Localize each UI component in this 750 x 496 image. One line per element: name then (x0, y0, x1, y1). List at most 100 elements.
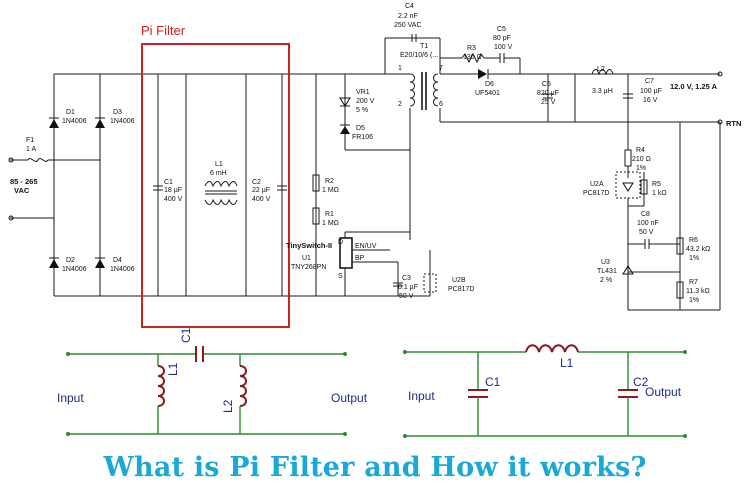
r6-tol: 1% (689, 255, 699, 262)
tinyswitch-u1: TinySwitch-II U1 TNY268PN D S EN/UV BP C… (286, 231, 474, 300)
d5-part: FR106 (352, 134, 373, 141)
c1-voltage: 400 V (164, 196, 183, 203)
t1-pin-6: 6 (439, 101, 443, 108)
secondary-side: R3 130 Ω C5 80 pF 100 V D6 UF5401 C6 820… (439, 26, 741, 128)
r6-name: R6 (689, 237, 698, 244)
t1-part: E20/10/6 (... (400, 52, 438, 59)
c2-name: C2 (252, 179, 261, 186)
c3-name: C3 (402, 275, 411, 282)
u3-name: U3 (601, 259, 610, 266)
vr1-name: VR1 (356, 89, 370, 96)
r2-name: R2 (325, 178, 334, 185)
c4-name: C4 (405, 3, 414, 10)
d3-name: D3 (113, 109, 122, 116)
r7-name: R7 (689, 279, 698, 286)
c4-voltage: 250 VAC (394, 22, 422, 29)
input-voltage: 85 - 265 (10, 177, 38, 186)
t1-name: T1 (420, 43, 428, 50)
d2-name: D2 (66, 257, 75, 264)
l1-value: 6 mH (210, 170, 227, 177)
f1-value: 1 A (26, 146, 36, 153)
pi-filter-lcl: Input Output C1 C2 L1 (403, 344, 687, 438)
c7-name: C7 (645, 78, 654, 85)
d1-part: 1N4006 (62, 118, 87, 125)
c3-voltage: 50 V (399, 293, 414, 300)
r4-name: R4 (636, 147, 645, 154)
u2b-part: PC817D (448, 286, 474, 293)
u2b-name: U2B (452, 277, 466, 284)
d6-part: UF5401 (475, 90, 500, 97)
r6-value: 43.2 kΩ (686, 246, 710, 253)
d1-name: D1 (66, 109, 75, 116)
c2-voltage: 400 V (252, 196, 271, 203)
c5-voltage: 100 V (494, 44, 513, 51)
d4-part: 1N4006 (110, 266, 135, 273)
d6-name: D6 (485, 81, 494, 88)
r5-name: R5 (652, 181, 661, 188)
lcl-c1-label: C1 (485, 375, 501, 389)
u1-family: TinySwitch-II (286, 241, 332, 250)
r3-value: 130 Ω (463, 54, 482, 61)
c1-value: 18 µF (164, 187, 182, 194)
c5-name: C5 (497, 26, 506, 33)
d4-name: D4 (113, 257, 122, 264)
c6-value: 820 µF (537, 90, 559, 97)
vr1-tol: 5 % (356, 107, 368, 114)
t1-pin-7: 7 (439, 65, 443, 72)
c8-voltage: 50 V (639, 229, 654, 236)
c4-value: 2.2 nF (398, 13, 418, 20)
pi-filter-clc: Input Output C1 L1 L2 (57, 327, 368, 436)
d3-part: 1N4006 (110, 118, 135, 125)
r7-tol: 1% (689, 297, 699, 304)
t1-pin-1: 1 (398, 65, 402, 72)
u1-pin-enuv: EN/UV (355, 243, 377, 250)
lcl-input-label: Input (408, 389, 435, 403)
clc-input-label: Input (57, 391, 84, 405)
r5-value: 1 kΩ (652, 190, 667, 197)
u1-name: U1 (302, 255, 311, 262)
feedback-network: R4 210 Ω 1% U2A PC817D R5 1 kΩ C8 100 nF… (583, 122, 721, 311)
pi-filter-label: Pi Filter (141, 23, 186, 38)
r1-value: 1 MΩ (322, 220, 339, 227)
pi-filter-stage: C1 18 µF 400 V L1 6 mH C2 22 µF 400 V (153, 74, 287, 296)
lcl-l1-label: L1 (560, 356, 574, 370)
bridge-rectifier: D1 1N4006 D3 1N4006 D2 1N4006 D4 1N4006 (30, 73, 302, 297)
clc-c1-label: C1 (179, 327, 193, 343)
primary-side: VR1 200 V 5 % D5 FR106 R2 1 MΩ R1 1 MΩ (302, 34, 441, 296)
l2-value: 3.3 µH (592, 88, 613, 95)
c6-name: C6 (542, 81, 551, 88)
d2-part: 1N4006 (62, 266, 87, 273)
pi-filter-highlight-box (141, 43, 290, 328)
c7-voltage: 16 V (643, 97, 658, 104)
c3-value: 0.1 µF (398, 284, 418, 291)
r4-tol: 1% (636, 165, 646, 172)
c7-value: 100 µF (640, 88, 662, 95)
d5-name: D5 (356, 125, 365, 132)
u1-pin-s: S (338, 273, 343, 280)
c6-voltage: 25 V (541, 99, 556, 106)
r1-name: R1 (325, 211, 334, 218)
l2-name: L2 (597, 66, 605, 73)
c2-value: 22 µF (252, 187, 270, 194)
clc-l2-label: L2 (221, 399, 235, 413)
lcl-c2-label: C2 (633, 375, 649, 389)
t1-pin-2: 2 (398, 101, 402, 108)
c5-value: 80 pF (493, 35, 511, 42)
input-type: VAC (14, 186, 30, 195)
l1-name: L1 (215, 161, 223, 168)
lcl-output-label: Output (645, 385, 682, 399)
c1-name: C1 (164, 179, 173, 186)
u3-part: TL431 (597, 268, 617, 275)
c8-name: C8 (641, 211, 650, 218)
clc-output-label: Output (331, 391, 368, 405)
clc-l1-label: L1 (166, 362, 180, 376)
f1-name: F1 (26, 137, 34, 144)
r2-value: 1 MΩ (322, 187, 339, 194)
page-title: What is Pi Filter and How it works? (103, 452, 647, 483)
u1-part: TNY268PN (291, 264, 326, 271)
transformer-t1: C4 2.2 nF 250 VAC T1 E20/10/6 (... 1 2 7… (385, 3, 443, 110)
output-rating: 12.0 V, 1.25 A (670, 82, 718, 91)
vr1-value: 200 V (356, 98, 375, 105)
